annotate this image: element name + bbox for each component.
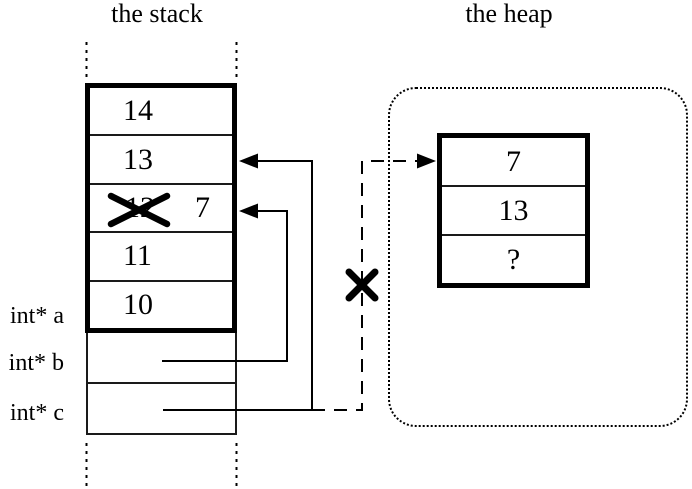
heap-cell-value: ?: [506, 242, 521, 276]
invalid-pointer-x-icon: [345, 268, 379, 302]
stack-cell: 13: [90, 134, 232, 182]
pointer-c-arrowhead: [239, 153, 258, 169]
pointer-b-arrowhead: [239, 203, 258, 219]
pointer-label-c: int* c: [10, 400, 64, 426]
heap-cell-value: 7: [506, 144, 521, 178]
heap-block-box: 7 13 ?: [437, 133, 590, 288]
heap-cell: 13: [442, 185, 585, 234]
stack-cell-value: 7: [195, 191, 210, 225]
stack-pointer-rows: [86, 333, 237, 435]
stack-frame-box: 14 13 12 7 11 10: [85, 83, 237, 333]
stack-cell-value: 10: [123, 287, 153, 321]
stack-cell: 10: [90, 279, 232, 328]
crossed-out-old-value: 12: [125, 191, 155, 225]
stack-cell: 14: [90, 88, 232, 134]
stack-cell-value: 11: [123, 239, 152, 273]
pointer-row-c: [88, 382, 235, 433]
heap-cell: 7: [442, 138, 585, 185]
stack-cell-crossed: 12 7: [90, 182, 232, 231]
stack-cell-value: 14: [123, 94, 153, 128]
pointer-label-a: int* a: [10, 303, 64, 329]
heap-cell-value: 13: [498, 193, 529, 227]
stack-cell: 11: [90, 231, 232, 279]
heap-title: the heap: [465, 0, 553, 28]
pointer-label-b: int* b: [8, 350, 64, 376]
stack-cell-value: 13: [123, 142, 153, 176]
pointer-row-b: [88, 333, 235, 382]
stack-title: the stack: [111, 0, 203, 28]
heap-cell: ?: [442, 234, 585, 283]
